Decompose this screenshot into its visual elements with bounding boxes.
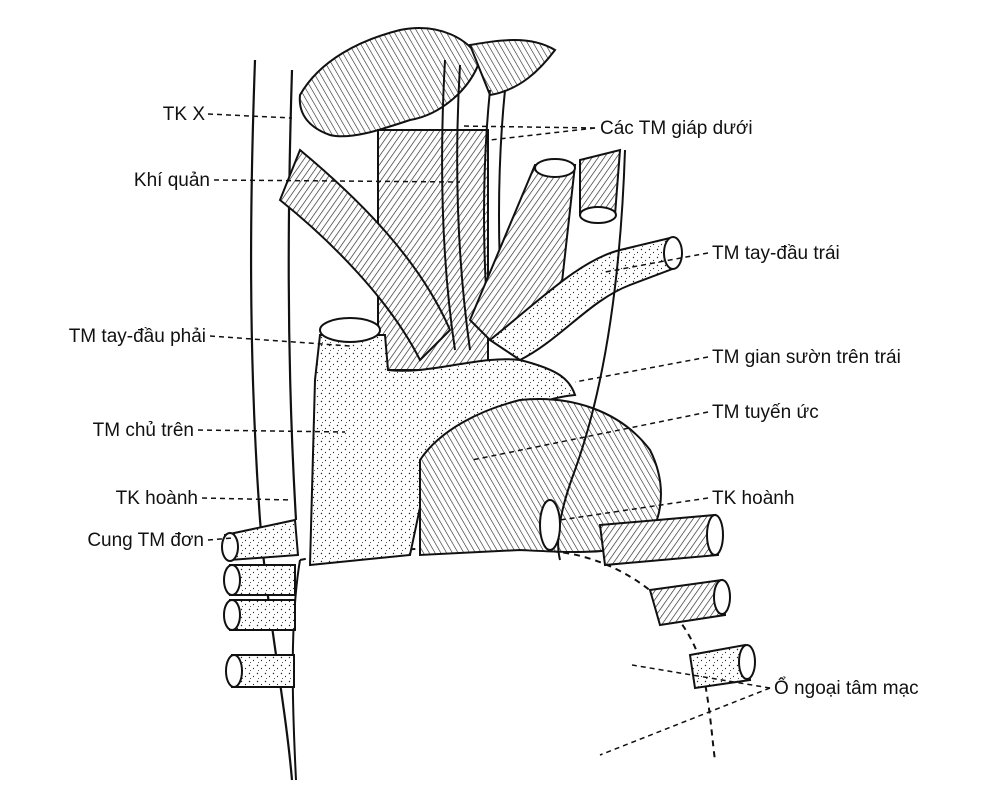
label-tm-tay-dau-trai: TM tay-đầu trái	[712, 243, 840, 264]
label-tm-chu-tren: TM chủ trên	[93, 420, 194, 441]
pericardium-outline	[293, 548, 715, 780]
label-tk-x: TK X	[163, 104, 206, 125]
right-brachiocephalic-lumen	[320, 318, 380, 342]
azygos-vessels	[222, 520, 298, 687]
label-tk-hoanh-right: TK hoành	[712, 488, 794, 509]
label-cung-tm-don: Cung TM đơn	[87, 530, 204, 551]
label-tm-tay-dau-phai: TM tay-đầu phải	[69, 326, 206, 347]
label-tk-hoanh-left: TK hoành	[116, 488, 198, 509]
left-intercostal-vessels	[600, 515, 755, 688]
label-cac-tm-giap-duoi: Các TM giáp dưới	[600, 118, 753, 139]
thymic-vein-lumen	[540, 500, 560, 550]
label-khi-quan: Khí quản	[134, 170, 210, 191]
label-tm-tuyen-uc: TM tuyến ức	[712, 402, 819, 423]
label-tm-gian-suon-tren-trai: TM gian sườn trên trái	[712, 347, 901, 368]
left-brachiocephalic-lumen	[664, 237, 682, 269]
thyroid-gland	[300, 28, 555, 136]
label-o-ngoai-tam-mac: Ổ ngoại tâm mạc	[774, 677, 919, 699]
